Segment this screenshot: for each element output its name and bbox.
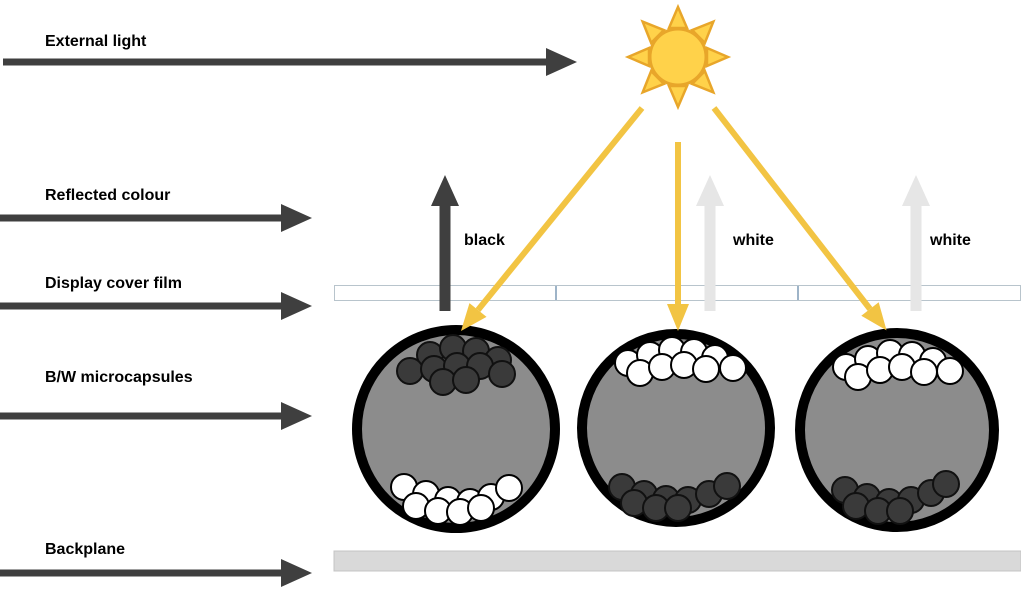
annotation-white-1: white <box>733 232 774 249</box>
microcapsule-white-2 <box>795 328 999 532</box>
white-particle-cluster-top <box>614 336 747 387</box>
label-reflected-colour: Reflected colour <box>45 187 171 204</box>
white-particle <box>936 357 964 385</box>
dark-particle <box>664 494 692 522</box>
white-particle <box>495 474 523 502</box>
sun-ray-arrow-left <box>460 106 645 331</box>
annotation-black: black <box>464 232 505 249</box>
dark-particle-cluster-bottom <box>608 472 741 522</box>
dark-particle <box>452 366 480 394</box>
annotation-white-2: white <box>930 232 971 249</box>
white-particle <box>910 358 938 386</box>
label-bw-microcapsules: B/W microcapsules <box>45 369 193 386</box>
white-particle <box>719 354 747 382</box>
dark-particle <box>488 360 516 388</box>
white-particle <box>467 494 495 522</box>
white-particle-cluster-bottom <box>390 473 523 526</box>
label-backplane: Backplane <box>45 541 126 558</box>
dark-particle <box>886 497 914 525</box>
microcapsule-white-1 <box>577 329 775 527</box>
dark-particle <box>429 368 457 396</box>
dark-particle-cluster-bottom <box>831 470 960 525</box>
backplane-bar <box>333 550 1021 572</box>
white-particle <box>692 355 720 383</box>
sun-body <box>648 27 708 87</box>
sun-icon <box>624 3 732 111</box>
label-external-light: External light <box>45 33 147 50</box>
dark-particle <box>932 470 960 498</box>
white-particle-cluster-top <box>832 339 964 391</box>
microcapsule-black <box>352 325 560 533</box>
label-display-cover-film: Display cover film <box>45 275 182 292</box>
dark-particle <box>713 472 741 500</box>
dark-particle-cluster-top <box>396 334 516 396</box>
dark-particle <box>396 357 424 385</box>
sun-ray-arrow-right <box>711 106 887 331</box>
